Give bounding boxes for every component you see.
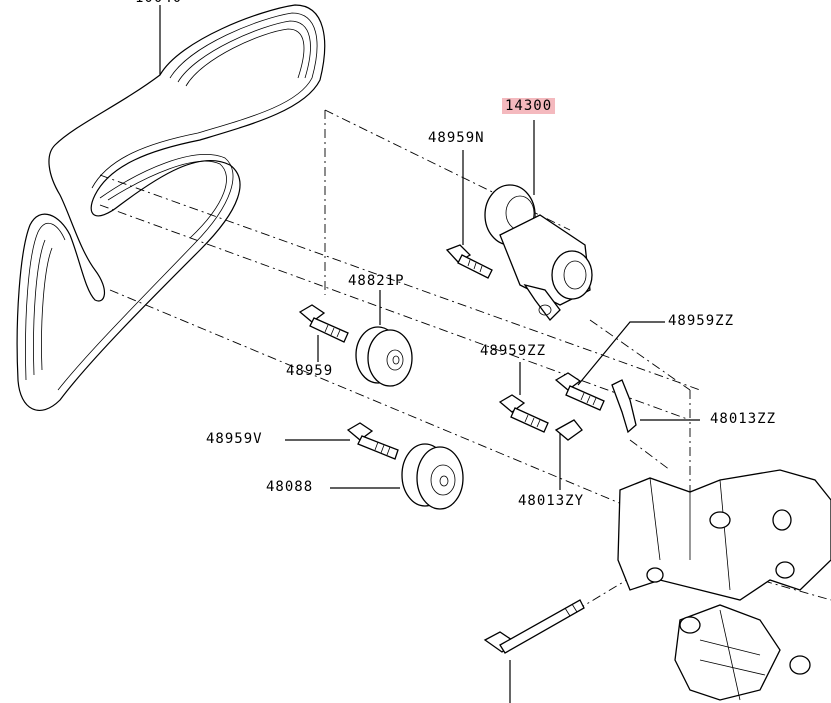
label-idler-lower: 48088 bbox=[266, 479, 314, 495]
idler-pulley-upper bbox=[355, 326, 413, 387]
drive-belt bbox=[16, 4, 326, 411]
bracket-48013zz bbox=[611, 379, 637, 434]
label-bolt-zz-left: 48959ZZ bbox=[480, 343, 547, 359]
idler-pulley-lower bbox=[401, 443, 464, 510]
leader-lines bbox=[159, 5, 700, 703]
engine-bracket bbox=[617, 469, 831, 701]
bolt-48959 bbox=[298, 304, 349, 343]
bolt-48959zz-left bbox=[498, 394, 549, 433]
label-bracket-zz: 48013ZZ bbox=[710, 411, 777, 427]
label-idler-upper-bolt: 48959 bbox=[286, 363, 334, 379]
label-tensioner-bolt: 48959N bbox=[428, 130, 485, 146]
tensioner-assembly bbox=[484, 184, 593, 321]
bracket-48013zy bbox=[554, 419, 583, 441]
bolt-48959zz-right bbox=[554, 372, 605, 411]
label-belt: 10040 bbox=[135, 0, 182, 6]
label-idler-lower-bolt: 48959V bbox=[206, 431, 263, 447]
label-bracket-zy: 48013ZY bbox=[518, 493, 585, 509]
label-tensioner: 14300 bbox=[502, 98, 556, 114]
label-bolt-zz-right: 48959ZZ bbox=[668, 313, 735, 329]
bolt-48959v bbox=[346, 422, 399, 460]
bolt-48959n bbox=[445, 244, 493, 279]
label-idler-upper: 48821P bbox=[348, 273, 405, 289]
long-bolt bbox=[483, 599, 585, 654]
